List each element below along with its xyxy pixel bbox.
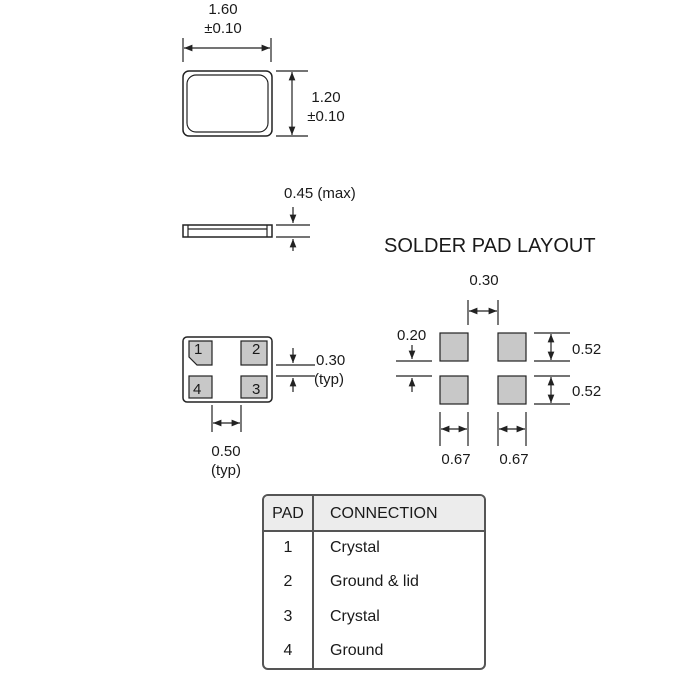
pad-3-label: 3 (252, 381, 261, 398)
table-row-1-pad: 1 (283, 539, 293, 556)
pad-connection-table: PAD CONNECTION 1 Crystal 2 Ground & lid … (262, 494, 486, 670)
thickness-label: 0.45 (max) (284, 185, 356, 202)
pad-height-dimension-bottom (534, 375, 570, 405)
pad-width-left-label: 0.67 (441, 451, 471, 468)
thickness-dimension (276, 207, 310, 251)
pad-1-shape (188, 340, 213, 366)
table-row-2-pad: 2 (283, 573, 293, 590)
table-row-4-connection: Ground (330, 642, 384, 659)
header-pad: PAD (272, 505, 304, 522)
table-row-4-pad: 4 (283, 642, 293, 659)
pad-width-dimension-left (439, 412, 469, 446)
pad-4-label: 4 (193, 381, 202, 398)
pad-1-label: 1 (194, 341, 203, 358)
table-divider (312, 496, 314, 668)
bottom-view-package (182, 336, 273, 403)
table-row-3-pad: 3 (283, 608, 293, 625)
pad-height-bottom-label: 0.52 (572, 383, 602, 400)
bottom-width-note: (typ) (211, 462, 241, 479)
top-height-tolerance: ±0.10 (307, 108, 345, 125)
pad-width-dimension-right (497, 412, 527, 446)
pad-height-top-label: 0.52 (572, 341, 602, 358)
pad-2-label: 2 (252, 341, 261, 358)
bottom-gap-note: (typ) (314, 371, 344, 388)
pad-4-shape (188, 375, 213, 399)
solder-pads (439, 332, 527, 405)
top-height-dimension (276, 70, 308, 137)
bottom-gap-value: 0.30 (316, 352, 346, 369)
pad-v-gap-label: 0.20 (397, 327, 427, 344)
bottom-width-value: 0.50 (211, 443, 241, 460)
pad-h-gap-dimension (467, 300, 499, 325)
table-row-3-connection: Crystal (330, 608, 380, 625)
top-view-package (182, 70, 273, 137)
pad-3-shape (240, 375, 268, 399)
pad-width-right-label: 0.67 (499, 451, 529, 468)
pad-v-gap-dimension (396, 345, 432, 392)
solder-pad-layout-title: SOLDER PAD LAYOUT (384, 235, 596, 257)
table-row-1-connection: Crystal (330, 539, 380, 556)
top-height-nominal: 1.20 (311, 89, 341, 106)
table-row-2-connection: Ground & lid (330, 573, 419, 590)
header-connection: CONNECTION (330, 505, 438, 522)
pad-2-shape (240, 340, 268, 366)
side-view-package (182, 224, 273, 238)
top-width-nominal: 1.60 (208, 1, 238, 18)
top-width-dimension (182, 38, 272, 62)
top-width-tolerance: ±0.10 (204, 20, 242, 37)
bottom-width-dimension (211, 405, 242, 432)
table-header (264, 496, 484, 532)
bottom-gap-dimension (276, 348, 315, 392)
pad-height-dimension-top (534, 332, 570, 362)
pad-h-gap-label: 0.30 (469, 272, 499, 289)
